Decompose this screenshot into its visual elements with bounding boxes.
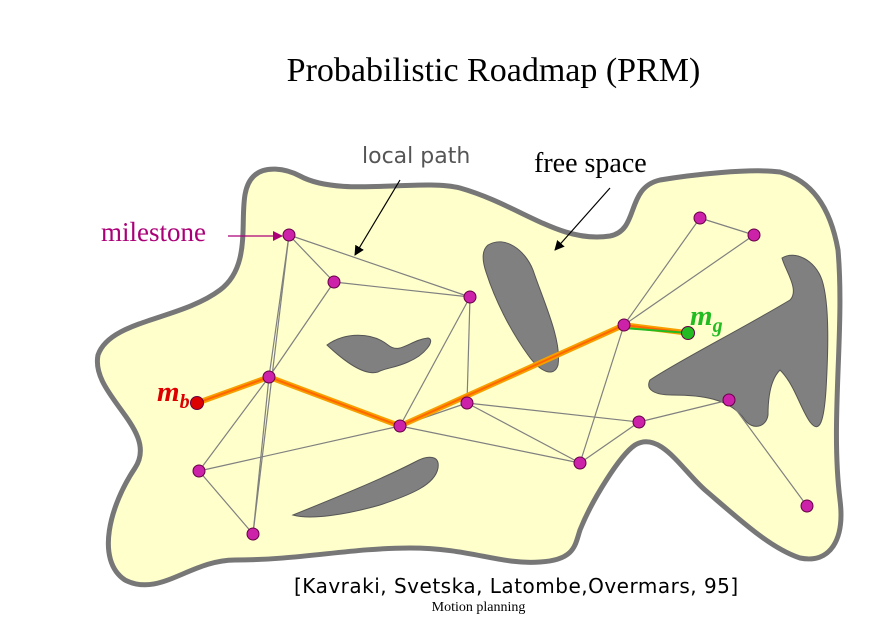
local-path-label: local path <box>362 144 471 169</box>
roadmap-edge <box>466 402 640 423</box>
roadmap-edge <box>288 234 335 283</box>
roadmap-edge <box>579 324 625 464</box>
milestone-label: milestone <box>101 217 206 247</box>
roadmap-edge <box>579 421 640 464</box>
roadmap-edge <box>399 296 471 427</box>
roadmap-edge <box>198 376 270 472</box>
free-space-label: free space <box>534 148 647 179</box>
roadmap-edges <box>198 217 808 535</box>
milestone-node <box>632 415 646 429</box>
milestone-node <box>693 211 707 225</box>
goal-milestone-label: mg <box>690 300 723 337</box>
roadmap-edge <box>699 217 755 236</box>
roadmap-edge <box>268 281 335 378</box>
milestone-node <box>722 393 736 407</box>
milestone-node <box>463 290 477 304</box>
obstacle-wing-left <box>326 334 432 374</box>
milestone-node <box>747 228 761 242</box>
milestone-node <box>282 228 296 242</box>
milestone-node <box>393 419 407 433</box>
roadmap-edge <box>466 296 471 404</box>
milestone-node <box>617 318 631 332</box>
free-space-arrow <box>554 187 611 251</box>
roadmap-edge <box>623 217 701 326</box>
roadmap-edge <box>288 234 471 298</box>
roadmap-edge <box>466 402 581 464</box>
roadmap-edge <box>252 234 290 535</box>
roadmap-edge <box>623 234 755 326</box>
roadmap-edge <box>198 470 254 535</box>
milestone-node <box>262 370 276 384</box>
obstacle-large-right <box>648 254 829 428</box>
milestone-node <box>327 275 341 289</box>
citation: [Kavraki, Svetska, Latombe,Overmars, 95] <box>294 574 739 598</box>
goal-connector <box>623 327 689 334</box>
obstacle-sliver-bottom <box>291 456 439 518</box>
roadmap-edge <box>399 425 581 464</box>
roadmap-edge <box>638 399 730 423</box>
milestone-node <box>460 396 474 410</box>
start-milestone-label: mb <box>157 376 190 413</box>
goal-node <box>681 326 695 340</box>
milestone-node <box>192 464 206 478</box>
roadmap-edge <box>728 399 808 507</box>
roadmap-edge <box>198 425 401 472</box>
local-path-arrow <box>354 179 401 256</box>
start-node <box>190 396 204 410</box>
roadmap-edge <box>333 281 471 298</box>
milestone-nodes <box>190 211 814 541</box>
footer-text: Motion planning <box>431 600 526 615</box>
slide-title: Probabilistic Roadmap (PRM) <box>286 52 701 89</box>
milestone-node <box>800 499 814 513</box>
milestone-node <box>573 456 587 470</box>
annotation-arrows <box>228 179 611 256</box>
milestone-node <box>246 527 260 541</box>
obstacle-crescent-top <box>482 241 560 373</box>
